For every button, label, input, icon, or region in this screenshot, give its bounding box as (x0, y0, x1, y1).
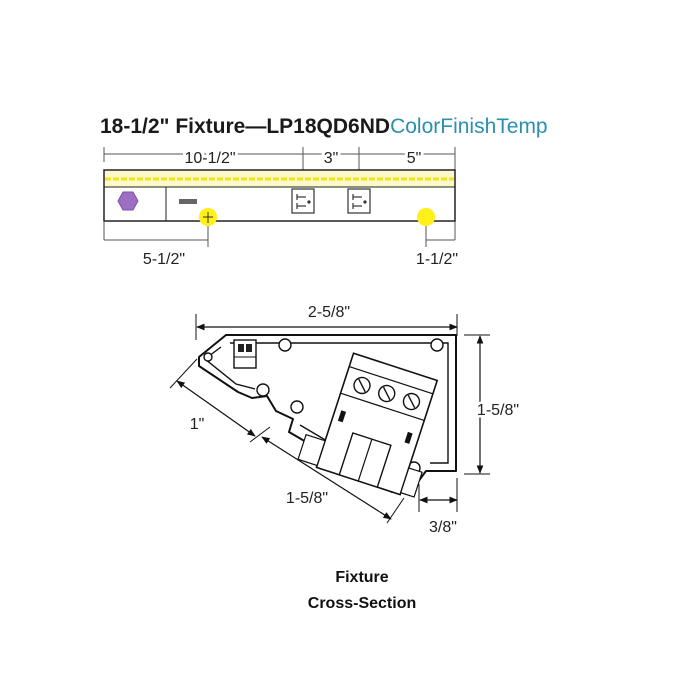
ext-line (169, 358, 198, 389)
extrusion-inner-wall (203, 342, 449, 464)
caption-line-1: Fixture (335, 569, 388, 586)
ext-line (249, 426, 271, 443)
dimension-right-height: 1-5/8" (477, 402, 519, 419)
ext-line (386, 497, 405, 524)
dim-line-bottom-slope (261, 436, 392, 520)
terminal-block (233, 339, 257, 369)
dim-line-left-slope (176, 380, 256, 437)
dimension-bottom-right: 3/8" (429, 519, 457, 536)
fixture-title-main: 18-1/2" Fixture—LP18QD6ND (100, 115, 391, 138)
bottom-dimension-lines (103, 221, 455, 247)
switch-slot-icon (179, 199, 197, 204)
dimension-3: 3" (324, 150, 339, 167)
fixture-elevation: 10-1/2" 3" 5" (103, 147, 458, 268)
dimension-top-width: 2-5/8" (308, 304, 350, 321)
dimension-10-1-2: 10-1/2" (184, 150, 235, 167)
mounting-hole-icon (199, 208, 217, 226)
duplex-receptacle-icon (291, 188, 315, 214)
hex-connector-icon (117, 191, 139, 211)
dimension-5-1-2: 5-1/2" (143, 251, 185, 268)
receptacle-body (297, 352, 439, 498)
dimension-left-slope: 1" (190, 416, 205, 433)
fixture-title: 18-1/2" Fixture—LP18QD6NDColorFinishTemp (100, 114, 548, 140)
duplex-receptacle-icon (347, 188, 371, 214)
dimension-bottom-slope: 1-5/8" (286, 490, 328, 507)
dimension-1-1-2: 1-1/2" (416, 251, 458, 268)
fixture-title-suffix: ColorFinishTemp (390, 115, 548, 138)
led-bar (105, 171, 454, 187)
mounting-hole-icon (417, 208, 435, 226)
caption-line-2: Cross-Section (308, 595, 416, 612)
cross-section: 2-5/8" 1-5/8" 1" 1-5/8" 3/8" (169, 304, 522, 612)
dimension-5: 5" (407, 150, 422, 167)
